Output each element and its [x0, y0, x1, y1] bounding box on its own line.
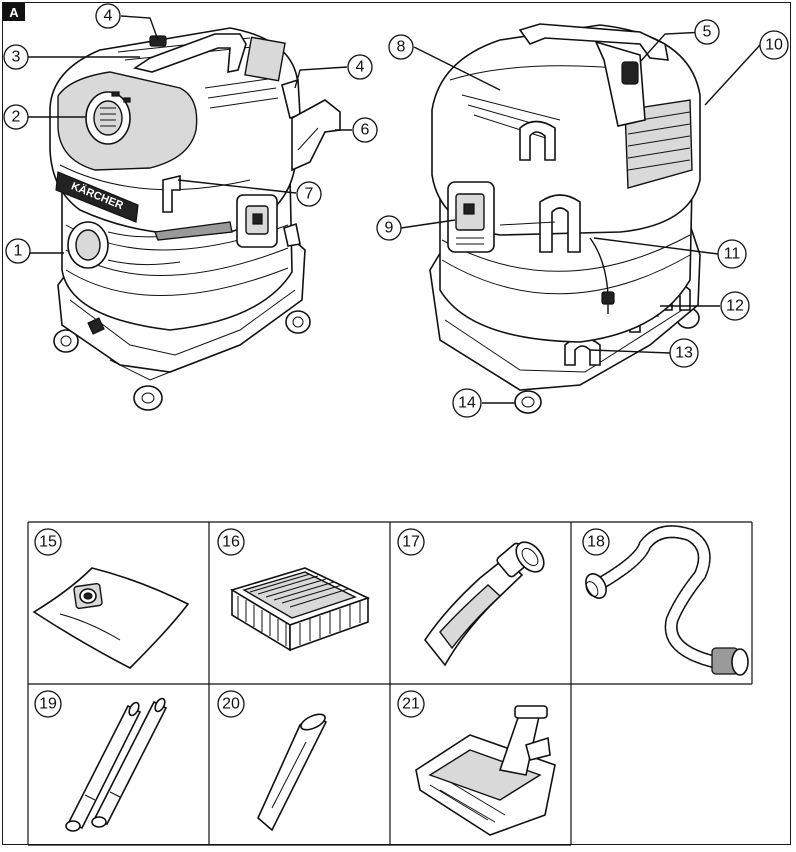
callout-7: 7: [296, 181, 322, 207]
callout-3: 3: [3, 44, 29, 70]
callout-14: 14: [452, 388, 482, 418]
section-label: A: [3, 3, 25, 21]
svg-text:11: 11: [724, 246, 741, 263]
hose-handle-icon: [424, 541, 545, 667]
svg-text:7: 7: [305, 186, 314, 203]
vacuum-rear-view: [429, 23, 701, 414]
callout-9: 9: [376, 215, 402, 241]
svg-text:16: 16: [222, 534, 240, 551]
suction-tubes-icon: [65, 697, 168, 832]
svg-text:2: 2: [12, 109, 21, 126]
callout-2: 2: [3, 104, 29, 130]
accessory-grid: [27, 521, 753, 846]
suction-hose-icon: [585, 525, 749, 676]
callout-12: 12: [720, 291, 750, 321]
callout-4-side: 4: [347, 54, 373, 80]
svg-text:10: 10: [765, 37, 783, 54]
callout-10: 10: [759, 30, 789, 60]
svg-text:15: 15: [39, 534, 57, 551]
svg-text:1: 1: [14, 243, 23, 260]
svg-text:4: 4: [356, 59, 365, 76]
svg-text:20: 20: [222, 696, 240, 713]
svg-text:21: 21: [402, 696, 420, 713]
accessory-15: 15: [32, 528, 190, 669]
callout-8: 8: [388, 34, 414, 60]
svg-text:14: 14: [458, 395, 476, 412]
accessory-17: 17: [397, 528, 545, 667]
accessory-20: 20: [217, 690, 328, 832]
accessory-19: 19: [34, 690, 168, 832]
vacuum-front-view: KÄRCHER: [49, 27, 341, 411]
filter-bag-icon: [32, 567, 190, 669]
svg-text:9: 9: [385, 220, 394, 237]
svg-text:8: 8: [397, 39, 406, 56]
svg-text:17: 17: [402, 534, 420, 551]
flat-pleated-filter-icon: [230, 567, 371, 652]
svg-text:3: 3: [12, 49, 21, 66]
accessory-18: 18: [582, 525, 749, 676]
svg-text:4: 4: [104, 8, 113, 25]
svg-text:12: 12: [726, 298, 744, 315]
floor-nozzle-icon: [415, 705, 556, 836]
accessory-21: 21: [397, 690, 556, 836]
leader-lines: [28, 15, 761, 404]
accessory-16: 16: [217, 528, 371, 652]
svg-text:6: 6: [361, 122, 370, 139]
callout-11: 11: [717, 239, 747, 269]
svg-text:13: 13: [675, 345, 693, 362]
svg-text:18: 18: [587, 534, 605, 551]
svg-text:5: 5: [703, 24, 712, 41]
callout-13: 13: [669, 338, 699, 368]
callout-1: 1: [5, 238, 31, 264]
crevice-nozzle-icon: [257, 713, 328, 832]
callout-4-top: 4: [95, 3, 121, 29]
callout-5: 5: [694, 19, 720, 45]
callout-6: 6: [352, 117, 378, 143]
svg-text:19: 19: [39, 696, 57, 713]
